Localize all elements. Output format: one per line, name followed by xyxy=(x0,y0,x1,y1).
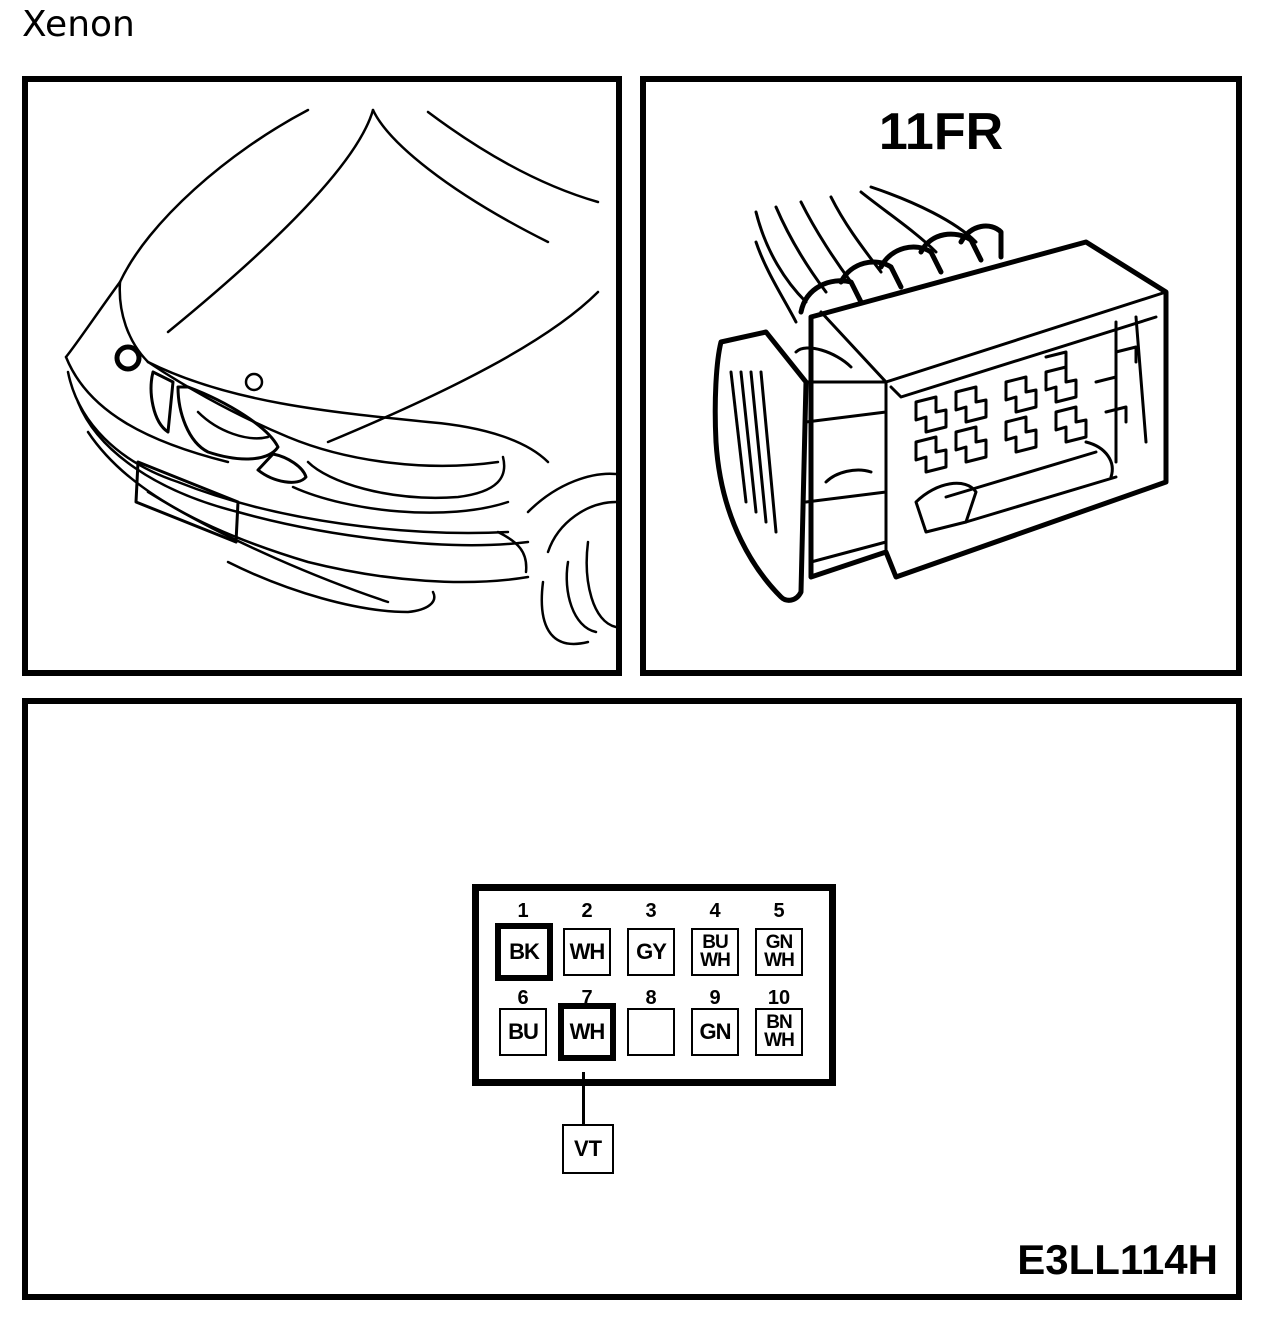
pin-number: 5 xyxy=(773,900,785,922)
pin-number: 7 xyxy=(581,987,593,1009)
pin-6-cavity: BU xyxy=(499,1008,547,1056)
wire-color: BU xyxy=(702,932,728,953)
pin-number: 6 xyxy=(517,987,529,1009)
connector-face: 1 2 3 4 5 BK WH GY BU WH GN WH 6 7 8 9 1… xyxy=(472,884,836,1086)
wire-color: GY xyxy=(636,939,667,964)
external-wire-color: VT xyxy=(573,1136,603,1161)
pin-number: 3 xyxy=(645,900,657,922)
pinout-panel: 1 2 3 4 5 BK WH GY BU WH GN WH 6 7 8 9 1… xyxy=(22,698,1242,1300)
pin-9-cavity: GN xyxy=(691,1008,739,1056)
pin-8-cavity xyxy=(627,1008,675,1056)
diagram-reference-code: E3LL114H xyxy=(1017,1236,1218,1283)
wire-color: GN xyxy=(699,1019,732,1044)
car-front-illustration xyxy=(64,108,616,646)
pin-2-cavity: WH xyxy=(563,928,611,976)
pin-number: 1 xyxy=(517,900,529,922)
pin-5-cavity: GN WH xyxy=(755,928,803,976)
pin-4-cavity: BU WH xyxy=(691,928,739,976)
connector-illustration-panel: 11FR xyxy=(640,76,1242,676)
vehicle-location-panel xyxy=(22,76,622,676)
connector-housing-illustration xyxy=(712,185,1169,603)
wire-color: BU xyxy=(508,1019,539,1044)
pin-number: 4 xyxy=(709,900,721,922)
wire-color: BK xyxy=(509,939,540,964)
wire-leader-line xyxy=(582,1072,585,1126)
wire-color: WH xyxy=(569,1019,606,1044)
pin-number: 10 xyxy=(767,987,791,1009)
pin-number: 2 xyxy=(581,900,593,922)
pin-1-cavity: BK xyxy=(495,923,553,981)
pin-7-cavity: WH xyxy=(558,1003,616,1061)
wire-color: WH xyxy=(569,939,606,964)
pin-3-cavity: GY xyxy=(627,928,675,976)
wire-color: GN xyxy=(765,932,793,953)
wire-stripe-color: WH xyxy=(700,950,731,971)
external-wire-color-box: VT xyxy=(562,1124,614,1174)
wire-color: BN xyxy=(766,1012,792,1033)
page-title: Xenon xyxy=(22,4,135,45)
pin-number: 9 xyxy=(709,987,721,1009)
wire-stripe-color: WH xyxy=(764,1030,795,1051)
connector-title: 11FR xyxy=(878,103,1004,161)
pin-number: 8 xyxy=(645,987,657,1009)
pin-10-cavity: BN WH xyxy=(755,1008,803,1056)
wire-stripe-color: WH xyxy=(764,950,795,971)
